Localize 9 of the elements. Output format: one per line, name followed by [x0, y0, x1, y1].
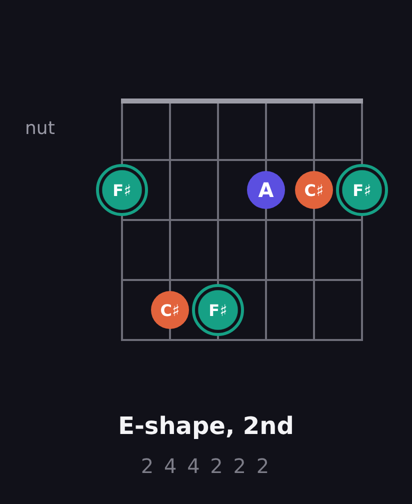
root-note-dot: F♯	[96, 164, 148, 216]
note-dot: A	[247, 171, 285, 209]
root-note-dot: F♯	[336, 164, 388, 216]
note-dot: C♯	[151, 291, 189, 329]
fingering-caption: 2 4 4 2 2 2	[140, 454, 272, 478]
root-note-dot: F♯	[192, 284, 244, 336]
note-dot: C♯	[295, 171, 333, 209]
nut-label: nut	[25, 118, 55, 139]
chord-title: E-shape, 2nd	[118, 412, 294, 440]
